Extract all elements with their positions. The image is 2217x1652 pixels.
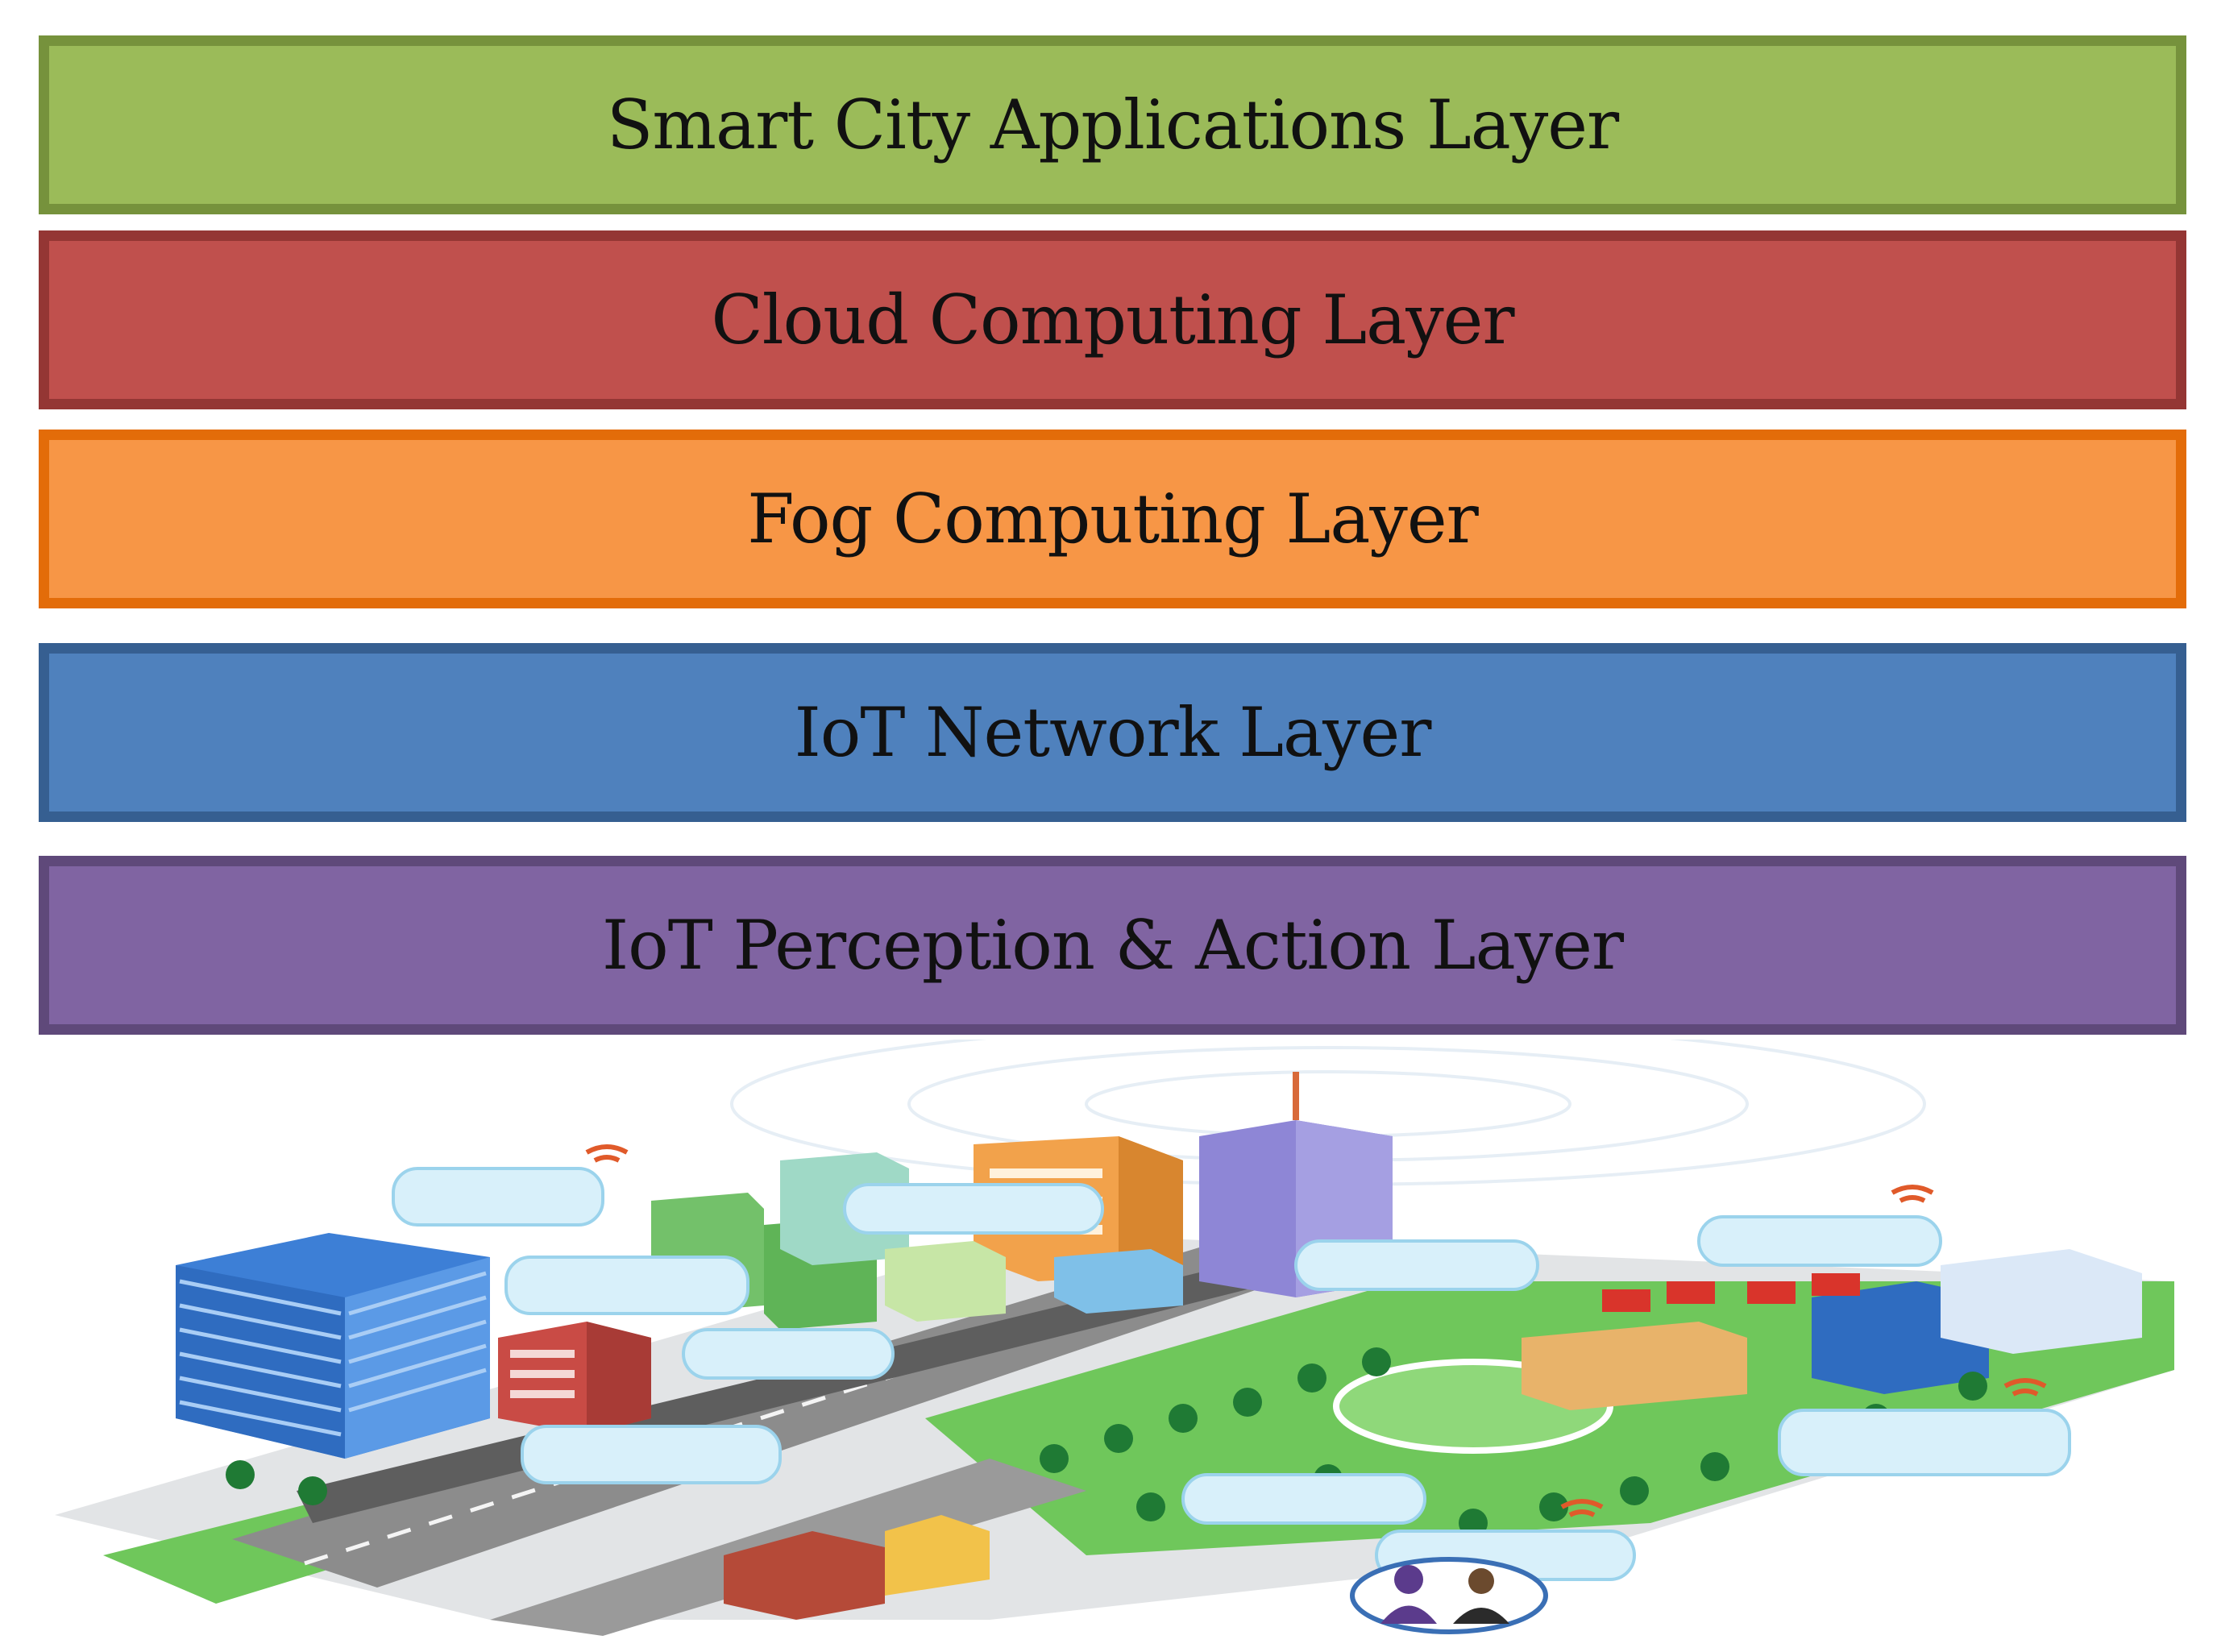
layer-fog-computing: Fog Computing Layer bbox=[39, 430, 2186, 608]
label-bubbles bbox=[392, 1167, 2071, 1581]
layer-label: Fog Computing Layer bbox=[747, 479, 1478, 558]
houses-lower bbox=[724, 1515, 990, 1620]
layer-smart-city-applications: Smart City Applications Layer bbox=[39, 35, 2186, 214]
layer-iot-network: IoT Network Layer bbox=[39, 643, 2186, 822]
layer-label: Smart City Applications Layer bbox=[606, 85, 1619, 164]
smart-city-illustration bbox=[55, 1040, 2174, 1636]
layer-iot-perception-action: IoT Perception & Action Layer bbox=[39, 856, 2186, 1035]
buildings-small bbox=[885, 1241, 2142, 1410]
layer-label: Cloud Computing Layer bbox=[711, 280, 1514, 359]
wifi-icons bbox=[585, 1144, 2047, 1517]
layer-label: IoT Perception & Action Layer bbox=[602, 906, 1624, 985]
skyscraper-blue bbox=[176, 1233, 490, 1459]
people-icon bbox=[1350, 1557, 1548, 1634]
layer-label: IoT Network Layer bbox=[794, 693, 1432, 772]
houses-row bbox=[1602, 1273, 1860, 1312]
building-red bbox=[498, 1322, 651, 1434]
layer-cloud-computing: Cloud Computing Layer bbox=[39, 230, 2186, 409]
